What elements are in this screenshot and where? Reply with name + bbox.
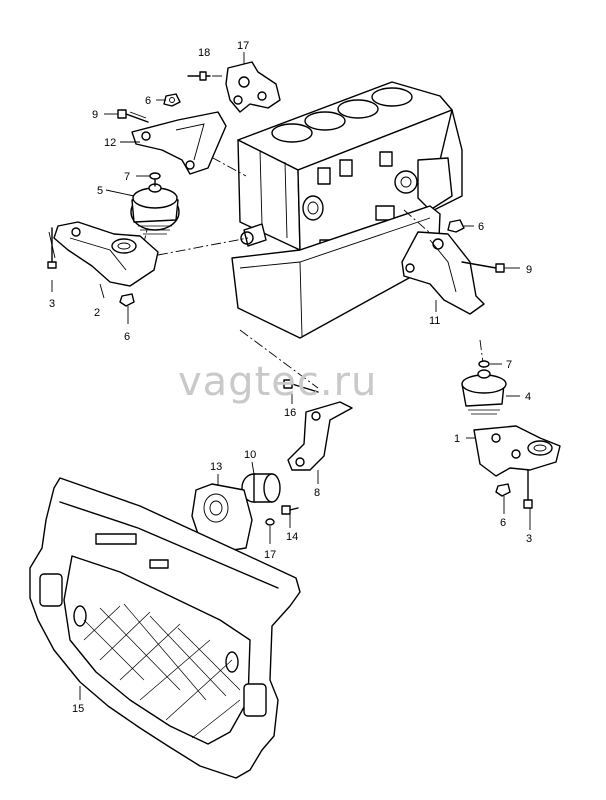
bolt-3-right [523, 469, 533, 509]
callout-6-top: 6 [145, 95, 151, 107]
callout-14: 14 [286, 531, 298, 543]
callout-8: 8 [314, 487, 320, 499]
callout-4: 4 [525, 391, 531, 403]
callout-6-left: 6 [124, 331, 130, 343]
callout-6-right-top: 6 [478, 221, 484, 233]
callout-7-left: 7 [124, 171, 130, 183]
callout-1: 1 [454, 433, 460, 445]
callout-labels: 18 17 6 9 12 7 5 3 2 6 6 9 11 7 4 1 6 3 … [49, 40, 532, 715]
washer-7-right [478, 360, 490, 368]
leader-lines [51, 52, 531, 700]
callout-12: 12 [104, 137, 116, 149]
callout-9-right: 9 [526, 264, 532, 276]
callout-9-left: 9 [92, 109, 98, 121]
nut-6-right-bottom [495, 483, 511, 497]
bushing-10 [241, 473, 281, 503]
left-mount-bracket [131, 111, 227, 175]
right-support-arm [473, 425, 561, 477]
transmission-mount-13 [191, 483, 253, 553]
callout-3-right: 3 [526, 533, 532, 545]
bolt-3-left [47, 227, 57, 269]
nut-6-top [163, 93, 181, 107]
callout-13: 13 [210, 461, 222, 473]
callout-5: 5 [97, 185, 103, 197]
left-support-arm [53, 221, 159, 287]
right-engine-mount [461, 369, 507, 415]
watermark-text: vagtec.ru [178, 359, 377, 405]
right-bracket [401, 231, 485, 315]
callout-3-left: 3 [49, 298, 55, 310]
callout-15: 15 [72, 703, 84, 715]
callout-17-top: 17 [237, 40, 249, 52]
callout-6-right-bottom: 6 [500, 517, 506, 529]
bolt-9-left [117, 109, 149, 123]
washer-7-left [149, 172, 161, 180]
callout-2: 2 [94, 307, 100, 319]
bolt-14 [281, 505, 299, 515]
callout-18: 18 [198, 47, 210, 59]
front-carrier-panel [29, 477, 301, 779]
callout-7-right: 7 [506, 359, 512, 371]
pin-18 [187, 71, 211, 81]
callout-11: 11 [429, 315, 440, 327]
left-engine-mount [130, 175, 180, 235]
callout-10: 10 [244, 449, 256, 461]
center-bracket [287, 401, 353, 471]
nut-6-right-top [447, 219, 465, 233]
washer-17 [265, 518, 275, 526]
bolt-16 [283, 379, 319, 393]
engine-block [231, 81, 463, 339]
callout-17-bottom: 17 [264, 549, 276, 561]
nut-6-left [119, 293, 135, 307]
top-bracket [225, 61, 281, 113]
callout-16: 16 [284, 407, 296, 419]
